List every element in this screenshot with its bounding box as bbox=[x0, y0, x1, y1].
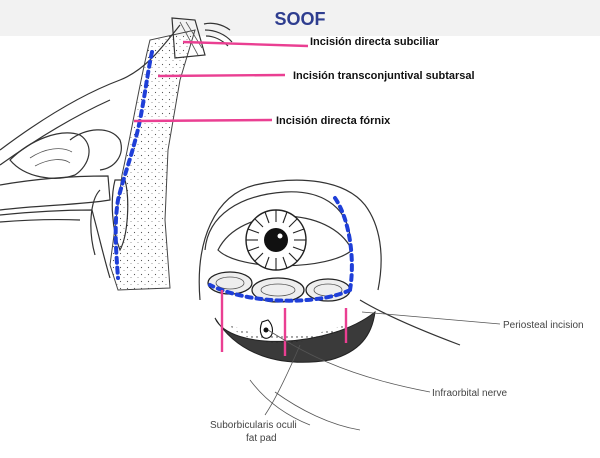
page-title: SOOF bbox=[0, 0, 600, 36]
label-subtarsal: Incisión transconjuntival subtarsal bbox=[293, 70, 475, 82]
marker-fornix bbox=[133, 118, 273, 123]
label-subciliar: Incisión directa subciliar bbox=[310, 36, 440, 48]
label-periosteal: Periosteal incision bbox=[503, 320, 584, 331]
frontal-eye-view bbox=[198, 179, 501, 431]
label-infraorbital: Infraorbital nerve bbox=[432, 388, 507, 399]
marker-subciliar bbox=[182, 40, 309, 48]
marker-subtarsal bbox=[157, 73, 286, 78]
label-soof-line1: Suborbicularis oculi bbox=[210, 420, 297, 431]
sagittal-section bbox=[0, 17, 309, 291]
label-fornix: Incisión directa fórnix bbox=[276, 115, 391, 127]
title-text: SOOF bbox=[274, 9, 326, 29]
label-soof-line2: fat pad bbox=[246, 433, 277, 444]
